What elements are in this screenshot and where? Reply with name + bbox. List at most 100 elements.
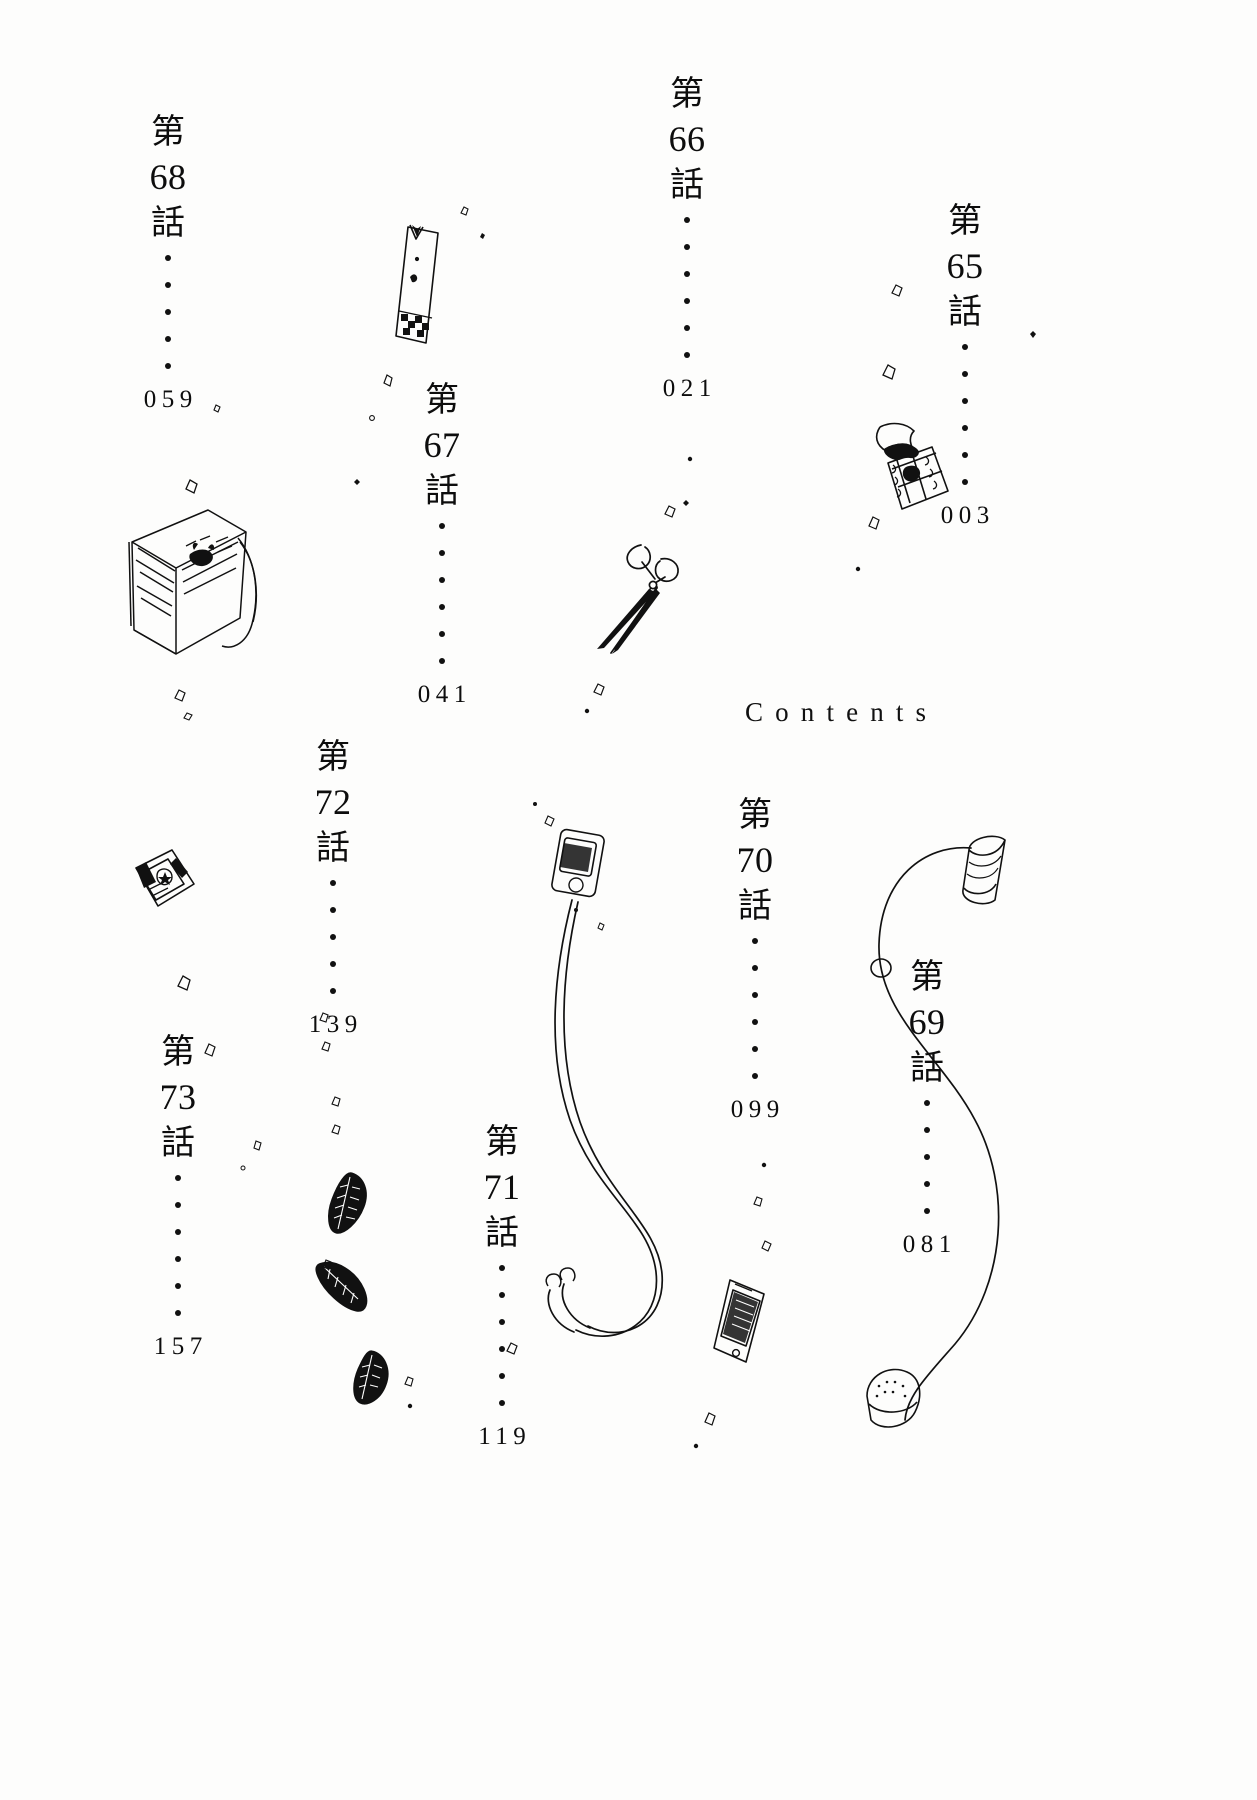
chapter-number: 67 (423, 425, 461, 466)
chapter-number: 66 (668, 119, 706, 160)
sparkle-icon (320, 1041, 332, 1053)
chapter-label-ch68: 第 68 話 (150, 110, 187, 245)
sparkle-icon (663, 505, 677, 519)
chapter-prefix: 第 (150, 112, 185, 152)
chapter-suffix: 話 (484, 1212, 519, 1253)
sparkle-icon (175, 975, 193, 993)
leader-dots (684, 217, 690, 379)
toc-entry-ch72[interactable]: 第 72 話 139 (283, 735, 383, 1039)
leader-dots (165, 255, 171, 390)
bookmark-illustration (390, 215, 460, 360)
chapter-number: 65 (946, 246, 984, 287)
chapter-suffix: 話 (669, 164, 704, 205)
sparkle-icon (318, 1012, 330, 1024)
sparkle-icon (760, 1240, 773, 1253)
scissors-illustration (585, 535, 695, 660)
sparkle-icon (173, 689, 187, 703)
page-number-ch68: 059 (143, 386, 198, 414)
chapter-prefix: 第 (737, 795, 772, 835)
chapter-label-ch70: 第 70 話 (737, 793, 774, 928)
chapter-number: 70 (736, 840, 774, 881)
sparkle-icon (531, 800, 539, 808)
chapter-suffix: 話 (424, 470, 459, 511)
sparkle-icon (406, 1402, 414, 1410)
page-title: Contents (745, 697, 939, 727)
leader-dots (499, 1265, 505, 1427)
page-number-ch72: 139 (308, 1011, 363, 1039)
sparkle-icon (880, 364, 898, 382)
chapter-suffix: 話 (150, 202, 185, 243)
chapter-prefix: 第 (909, 957, 944, 997)
chapter-prefix: 第 (947, 201, 982, 241)
chapter-suffix: 話 (737, 885, 772, 926)
sparkle-icon (330, 1096, 342, 1108)
music-player-illustration (520, 820, 700, 1440)
toc-entry-ch66[interactable]: 第 66 話 021 (637, 72, 737, 403)
sparkle-icon (702, 1412, 718, 1428)
open-notebook-illustration (120, 498, 270, 673)
page-number-ch70: 099 (730, 1096, 785, 1124)
sparkle-icon (459, 206, 471, 218)
sparkle-icon (866, 516, 882, 532)
leader-dots (962, 344, 968, 506)
page-number-ch73: 157 (153, 1333, 208, 1361)
chapter-suffix: 話 (315, 827, 350, 868)
leader-dots (175, 1175, 181, 1337)
chapter-suffix: 話 (160, 1122, 195, 1163)
sparkle-icon (368, 414, 376, 422)
page-number-ch65: 003 (940, 502, 995, 530)
chapter-prefix: 第 (315, 737, 350, 777)
sparkle-icon (330, 1124, 342, 1136)
sparkle-icon (592, 683, 606, 697)
page-number-ch69: 081 (902, 1231, 957, 1259)
page-number-ch66: 021 (662, 375, 717, 403)
thread-spool-illustration (845, 820, 1045, 1470)
leader-dots (752, 938, 758, 1100)
sparkle-icon (596, 922, 606, 932)
sparkle-icon (382, 374, 395, 388)
page-number-ch67: 041 (417, 681, 472, 709)
page-number-ch71: 119 (478, 1423, 532, 1451)
sparkle-icon (760, 1161, 769, 1170)
sparkle-icon (890, 284, 904, 298)
candy-bag-illustration (862, 415, 967, 535)
leader-dots (924, 1100, 930, 1235)
chapter-label-ch69: 第 69 話 (909, 955, 946, 1090)
lighter-illustration (124, 840, 204, 920)
sparkle-icon (682, 499, 690, 507)
toc-entry-ch68[interactable]: 第 68 話 059 (118, 110, 218, 414)
chapter-prefix: 第 (160, 1032, 195, 1072)
sparkle-icon (752, 1196, 764, 1208)
chapter-label-ch67: 第 67 話 (424, 378, 461, 513)
toc-entry-ch67[interactable]: 第 67 話 041 (392, 378, 492, 709)
sparkle-icon (403, 1376, 415, 1388)
sparkle-icon (583, 707, 591, 715)
chapter-number: 73 (159, 1077, 197, 1118)
chapter-number: 71 (483, 1167, 521, 1208)
chapter-number: 72 (314, 782, 352, 823)
toc-entry-ch69[interactable]: 第 69 話 081 (877, 955, 977, 1259)
toc-entry-ch65[interactable]: 第 65 話 003 (915, 199, 1015, 530)
toc-entry-ch70[interactable]: 第 70 話 099 (705, 793, 805, 1124)
sparkle-icon (692, 1442, 701, 1451)
sparkle-icon (1029, 330, 1038, 339)
sparkle-icon (478, 232, 487, 241)
chapter-number: 69 (908, 1002, 946, 1043)
chapter-number: 68 (149, 157, 187, 198)
sparkle-icon (252, 1140, 263, 1152)
chapter-label-ch72: 第 72 話 (315, 735, 352, 870)
toc-entry-ch73[interactable]: 第 73 話 157 (128, 1030, 228, 1361)
toc-entry-ch71[interactable]: 第 71 話 119 (452, 1120, 552, 1451)
leader-dots (439, 523, 445, 685)
sparkle-icon (182, 712, 194, 722)
sparkle-icon (239, 1164, 247, 1172)
sparkle-icon (203, 1043, 217, 1058)
sparkle-icon (212, 404, 223, 415)
chapter-suffix: 話 (947, 291, 982, 332)
chapter-label-ch65: 第 65 話 (947, 199, 984, 334)
sparkle-icon (183, 479, 200, 496)
sparkle-icon (686, 455, 694, 463)
sparkle-icon (572, 906, 580, 914)
sparkle-icon (353, 478, 361, 486)
